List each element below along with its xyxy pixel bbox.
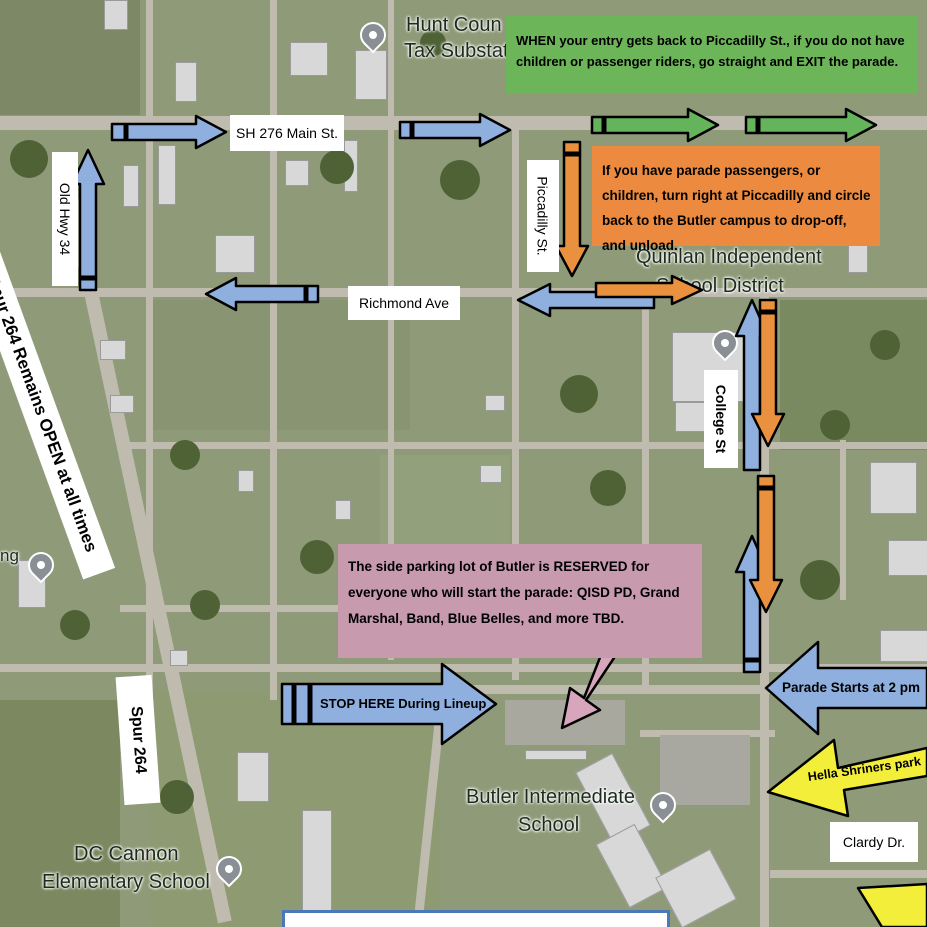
road-horizontal xyxy=(440,685,770,694)
tree xyxy=(820,410,850,440)
building xyxy=(285,160,309,186)
building xyxy=(870,462,917,514)
vegetation-patch xyxy=(0,700,120,927)
road-vertical xyxy=(512,130,519,680)
street-label-piccadilly-text: Piccadilly St. xyxy=(535,176,552,256)
road-horizontal xyxy=(120,442,927,449)
road-horizontal xyxy=(0,664,927,672)
blue-arrow xyxy=(204,276,320,312)
arrow-label-stop-here: STOP HERE During Lineup xyxy=(320,696,487,711)
building xyxy=(100,340,126,360)
building xyxy=(123,165,139,207)
orange-arrow xyxy=(594,274,704,306)
tree xyxy=(440,160,480,200)
building xyxy=(170,650,188,666)
street-label-clardy: Clardy Dr. xyxy=(830,822,918,862)
tree xyxy=(190,590,220,620)
map-label-dc-cannon-2: Elementary School xyxy=(42,871,210,893)
building xyxy=(290,42,328,76)
parking-lot xyxy=(660,735,750,805)
tree xyxy=(420,30,446,56)
building xyxy=(237,752,269,802)
green-arrow xyxy=(590,107,720,143)
blue-arrow xyxy=(398,112,512,148)
building xyxy=(485,395,505,411)
map-label-dc-cannon-1: DC Cannon xyxy=(74,843,179,865)
road-horizontal xyxy=(120,605,520,612)
building-qisd-annex xyxy=(675,402,705,432)
street-label-college-text: College St xyxy=(713,384,729,454)
yellow-arrow xyxy=(856,882,927,927)
tree xyxy=(60,610,90,640)
blue-arrow xyxy=(70,148,106,292)
orange-arrow xyxy=(748,474,784,614)
road-richmond xyxy=(0,288,927,297)
blue-arrow-parade-starts xyxy=(764,640,927,736)
yellow-arrow xyxy=(766,738,927,818)
road-vertical xyxy=(270,0,277,700)
road-vertical xyxy=(146,0,153,700)
street-label-spur-264-text: Spur 264 xyxy=(127,705,150,775)
building xyxy=(238,470,254,492)
note-orange-passengers: If you have parade passengers, or childr… xyxy=(592,146,880,253)
street-label-old-hwy-34: Old Hwy 34 xyxy=(52,152,78,286)
tree xyxy=(10,140,48,178)
tree xyxy=(560,375,598,413)
street-label-sh276: SH 276 Main St. xyxy=(230,115,344,151)
street-label-piccadilly: Piccadilly St. xyxy=(527,160,559,272)
building xyxy=(215,235,255,273)
tree xyxy=(320,150,354,184)
vegetation-patch xyxy=(150,300,410,430)
building xyxy=(525,750,587,760)
green-arrow xyxy=(744,107,878,143)
note-pink-reserved: The side parking lot of Butler is RESERV… xyxy=(338,544,702,658)
map-label-quinlan-isd-1: Quinlan Independent xyxy=(636,246,822,268)
building xyxy=(158,145,176,205)
street-label-old-hwy-34-text: Old Hwy 34 xyxy=(57,182,74,256)
street-label-richmond: Richmond Ave xyxy=(348,286,460,320)
road-horizontal xyxy=(770,870,927,878)
orange-arrow xyxy=(750,298,786,448)
tree xyxy=(870,330,900,360)
tree xyxy=(800,560,840,600)
map-label-tax-substation: Tax Substat xyxy=(404,40,509,62)
map-label-hunt-county: Hunt Coun xyxy=(406,14,502,36)
vegetation-patch xyxy=(780,300,927,450)
building xyxy=(480,465,502,483)
building xyxy=(110,395,134,413)
street-label-college: College St xyxy=(704,370,738,468)
building xyxy=(175,62,197,102)
building xyxy=(104,0,128,30)
arrow-label-parade-starts: Parade Starts at 2 pm xyxy=(782,680,921,695)
note-green-exit: WHEN your entry gets back to Piccadilly … xyxy=(506,16,918,94)
map-label-butler-2: School xyxy=(518,814,580,836)
orange-arrow xyxy=(554,140,590,278)
road-driveway xyxy=(640,730,775,737)
road-vertical xyxy=(840,440,846,600)
tree xyxy=(300,540,334,574)
tree xyxy=(160,780,194,814)
road-vertical xyxy=(642,296,649,686)
map-label-edge: ng xyxy=(0,546,19,565)
road-vertical xyxy=(388,0,394,660)
bottom-info-box xyxy=(282,910,670,927)
map-label-butler-1: Butler Intermediate xyxy=(466,786,635,808)
blue-arrow xyxy=(110,114,228,150)
tree xyxy=(170,440,200,470)
building xyxy=(880,630,927,662)
building-dc-cannon xyxy=(302,810,332,927)
building xyxy=(888,540,927,576)
tree xyxy=(590,470,626,506)
building xyxy=(335,500,351,520)
